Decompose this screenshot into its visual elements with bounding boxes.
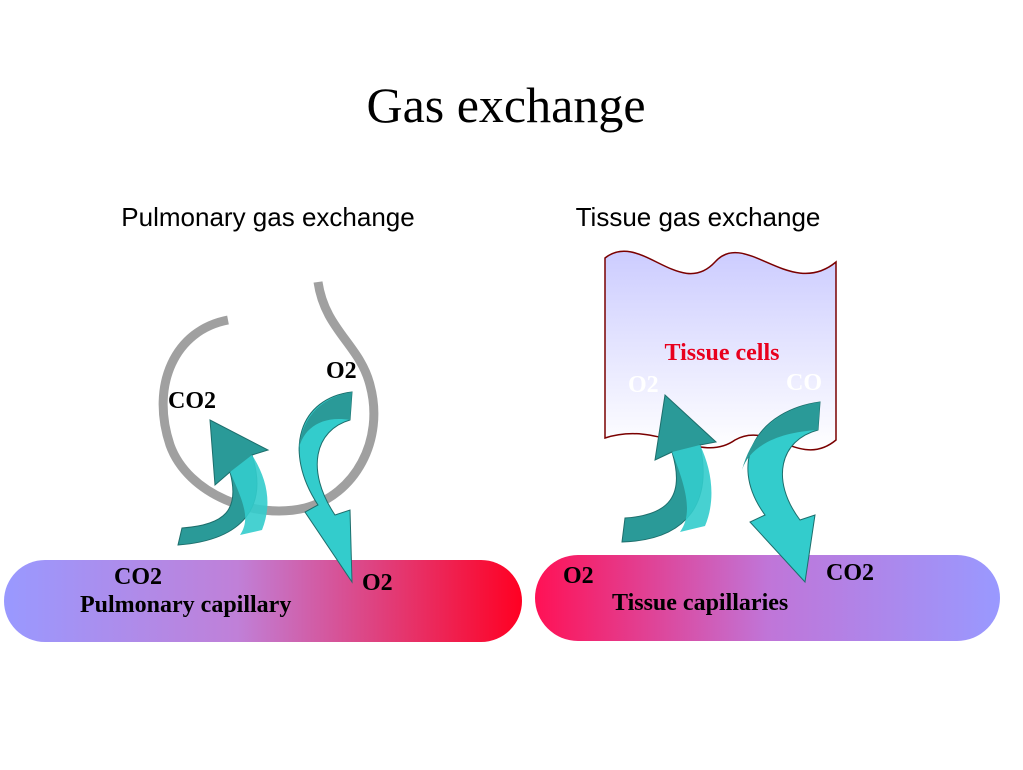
tissue-capillaries-label: Tissue capillaries — [612, 590, 788, 616]
tissue-co2-arrow — [747, 401, 821, 584]
pulmonary-o2-arrow-shade — [298, 392, 352, 455]
tissue-o2-arrow-shade — [672, 445, 712, 532]
pulmonary-co2-bottom-label: CO2 — [114, 564, 162, 590]
tissue-o2-faint-label: O2 — [628, 372, 659, 398]
pulmonary-co2-top-label: CO2 — [168, 388, 216, 414]
tissue-heading: Tissue gas exchange — [576, 202, 821, 232]
tissue-co2-faint-label: CO — [786, 370, 822, 396]
tissue-capillaries — [535, 555, 1000, 641]
alveolus-outline — [158, 281, 379, 516]
pulmonary-o2-bottom-label: O2 — [362, 570, 393, 596]
pulmonary-o2-arrow — [298, 391, 353, 584]
tissue-co2-bottom-label: CO2 — [826, 560, 874, 586]
slide-title: Gas exchange — [366, 77, 645, 133]
tissue-o2-bottom-label: O2 — [563, 563, 594, 589]
tissue-cells-label: Tissue cells — [665, 340, 780, 366]
pulmonary-o2-top-label: O2 — [326, 358, 357, 384]
tissue-co2-arrow-shade — [742, 402, 820, 470]
pulmonary-heading: Pulmonary gas exchange — [121, 202, 414, 232]
pulmonary-co2-arrow-shade — [230, 455, 268, 535]
pulmonary-capillary-label: Pulmonary capillary — [80, 592, 291, 618]
pulmonary-capillary — [4, 560, 522, 642]
